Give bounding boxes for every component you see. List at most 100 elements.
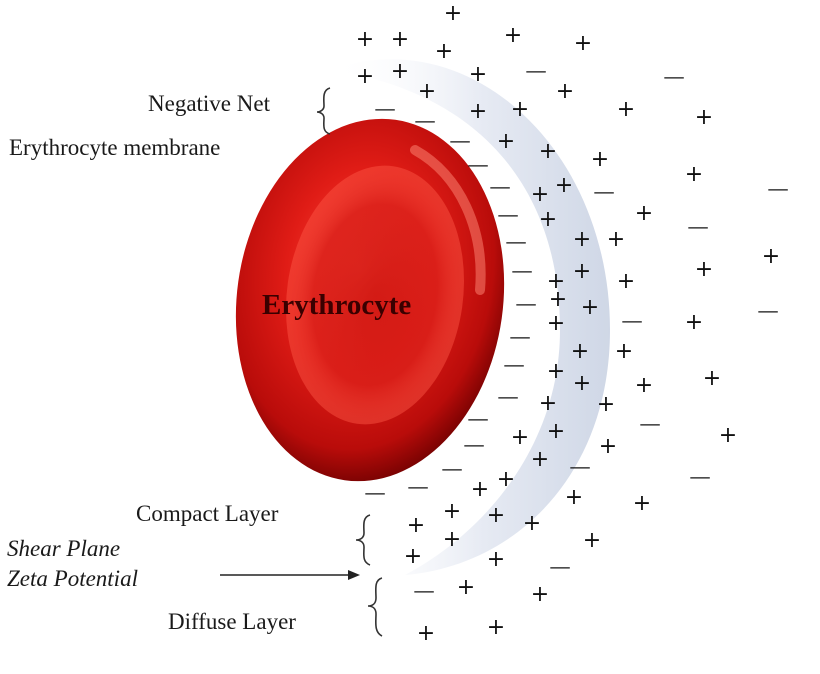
positive-charge: +	[572, 371, 592, 396]
positive-charge: +	[522, 511, 542, 536]
positive-charge: +	[530, 182, 550, 207]
positive-charge: +	[443, 1, 463, 26]
positive-charge: +	[456, 575, 476, 600]
negative-charge: —	[621, 311, 643, 332]
positive-charge: +	[702, 366, 722, 391]
positive-charge: +	[572, 259, 592, 284]
positive-charge: +	[572, 227, 592, 252]
negative-charge: —	[407, 477, 429, 498]
positive-charge: +	[546, 311, 566, 336]
positive-charge: +	[616, 269, 636, 294]
positive-charge: +	[434, 39, 454, 64]
positive-charge: +	[554, 173, 574, 198]
positive-charge: +	[614, 339, 634, 364]
negative-charge: —	[511, 261, 533, 282]
negative-charge: —	[663, 67, 685, 88]
positive-charge: +	[546, 419, 566, 444]
negative-charge: —	[509, 327, 531, 348]
positive-charge: +	[538, 139, 558, 164]
positive-charge: +	[548, 287, 568, 312]
negative-charge: —	[515, 294, 537, 315]
positive-charge: +	[416, 621, 436, 646]
negative-charge: —	[593, 182, 615, 203]
negative-charge: —	[569, 457, 591, 478]
positive-charge: +	[606, 227, 626, 252]
positive-charge: +	[564, 485, 584, 510]
positive-charge: +	[570, 339, 590, 364]
negative-charge: —	[413, 581, 435, 602]
negative-charge: —	[525, 61, 547, 82]
positive-charge: +	[510, 97, 530, 122]
positive-charge: +	[694, 257, 714, 282]
negative-charge: —	[414, 111, 436, 132]
positive-charge: +	[403, 544, 423, 569]
negative-charge: —	[449, 131, 471, 152]
compact-layer-shell	[330, 59, 610, 575]
positive-charge: +	[616, 97, 636, 122]
positive-charge: +	[546, 359, 566, 384]
positive-charge: +	[598, 434, 618, 459]
positive-charge: +	[538, 207, 558, 232]
positive-charge: +	[468, 99, 488, 124]
negative-charge: —	[497, 387, 519, 408]
compact-layer-label: Compact Layer	[136, 501, 279, 526]
positive-charge: +	[573, 31, 593, 56]
positive-charge: +	[590, 147, 610, 172]
negative-charge: —	[489, 177, 511, 198]
positive-charge: +	[496, 129, 516, 154]
erythrocyte-membrane-label: Erythrocyte membrane	[9, 135, 221, 160]
brace-diffuse-layer	[367, 577, 383, 637]
shear-plane-label: Shear Plane	[7, 536, 121, 561]
positive-charge: +	[632, 491, 652, 516]
negative-charge: —	[463, 435, 485, 456]
positive-charge: +	[694, 105, 714, 130]
negative-charge: —	[497, 205, 519, 226]
negative-charge: —	[467, 409, 489, 430]
positive-charge: +	[634, 373, 654, 398]
positive-charge: +	[355, 27, 375, 52]
positive-charge: +	[503, 23, 523, 48]
diffuse-layer-label: Diffuse Layer	[168, 609, 296, 634]
negative-charge: —	[687, 217, 709, 238]
negative-charge: —	[639, 414, 661, 435]
erythrocyte-label: Erythrocyte	[262, 289, 412, 321]
positive-charge: +	[442, 527, 462, 552]
negative-net-label: Negative Net	[148, 91, 270, 116]
positive-charge: +	[486, 615, 506, 640]
positive-charge: +	[442, 499, 462, 524]
erythrocyte-dimple	[285, 165, 465, 425]
positive-charge: +	[406, 513, 426, 538]
positive-charge: +	[761, 244, 781, 269]
negative-charge: —	[503, 355, 525, 376]
positive-charge: +	[546, 269, 566, 294]
negative-charge: —	[757, 301, 779, 322]
negative-charge: —	[689, 467, 711, 488]
positive-charge: +	[468, 62, 488, 87]
zeta-potential-label: Zeta Potential	[7, 566, 138, 591]
positive-charge: +	[634, 201, 654, 226]
negative-charge: —	[505, 232, 527, 253]
positive-charge: +	[538, 391, 558, 416]
positive-charge: +	[355, 64, 375, 89]
positive-charge: +	[390, 59, 410, 84]
positive-charge: +	[486, 547, 506, 572]
positive-charge: +	[684, 310, 704, 335]
positive-charge: +	[582, 528, 602, 553]
negative-charge: —	[364, 483, 386, 504]
positive-charge: +	[390, 27, 410, 52]
positive-charge: +	[496, 467, 516, 492]
negative-charge: —	[467, 155, 489, 176]
positive-charge: +	[580, 295, 600, 320]
positive-charge: +	[510, 425, 530, 450]
positive-charge: +	[486, 503, 506, 528]
positive-charge: +	[684, 162, 704, 187]
brace-compact-layer	[355, 514, 371, 566]
positive-charge: +	[596, 392, 616, 417]
positive-charge: +	[555, 79, 575, 104]
positive-charge: +	[470, 477, 490, 502]
positive-charge: +	[718, 423, 738, 448]
brace-negative-net	[316, 87, 331, 135]
zeta-arrow-head	[348, 570, 360, 580]
